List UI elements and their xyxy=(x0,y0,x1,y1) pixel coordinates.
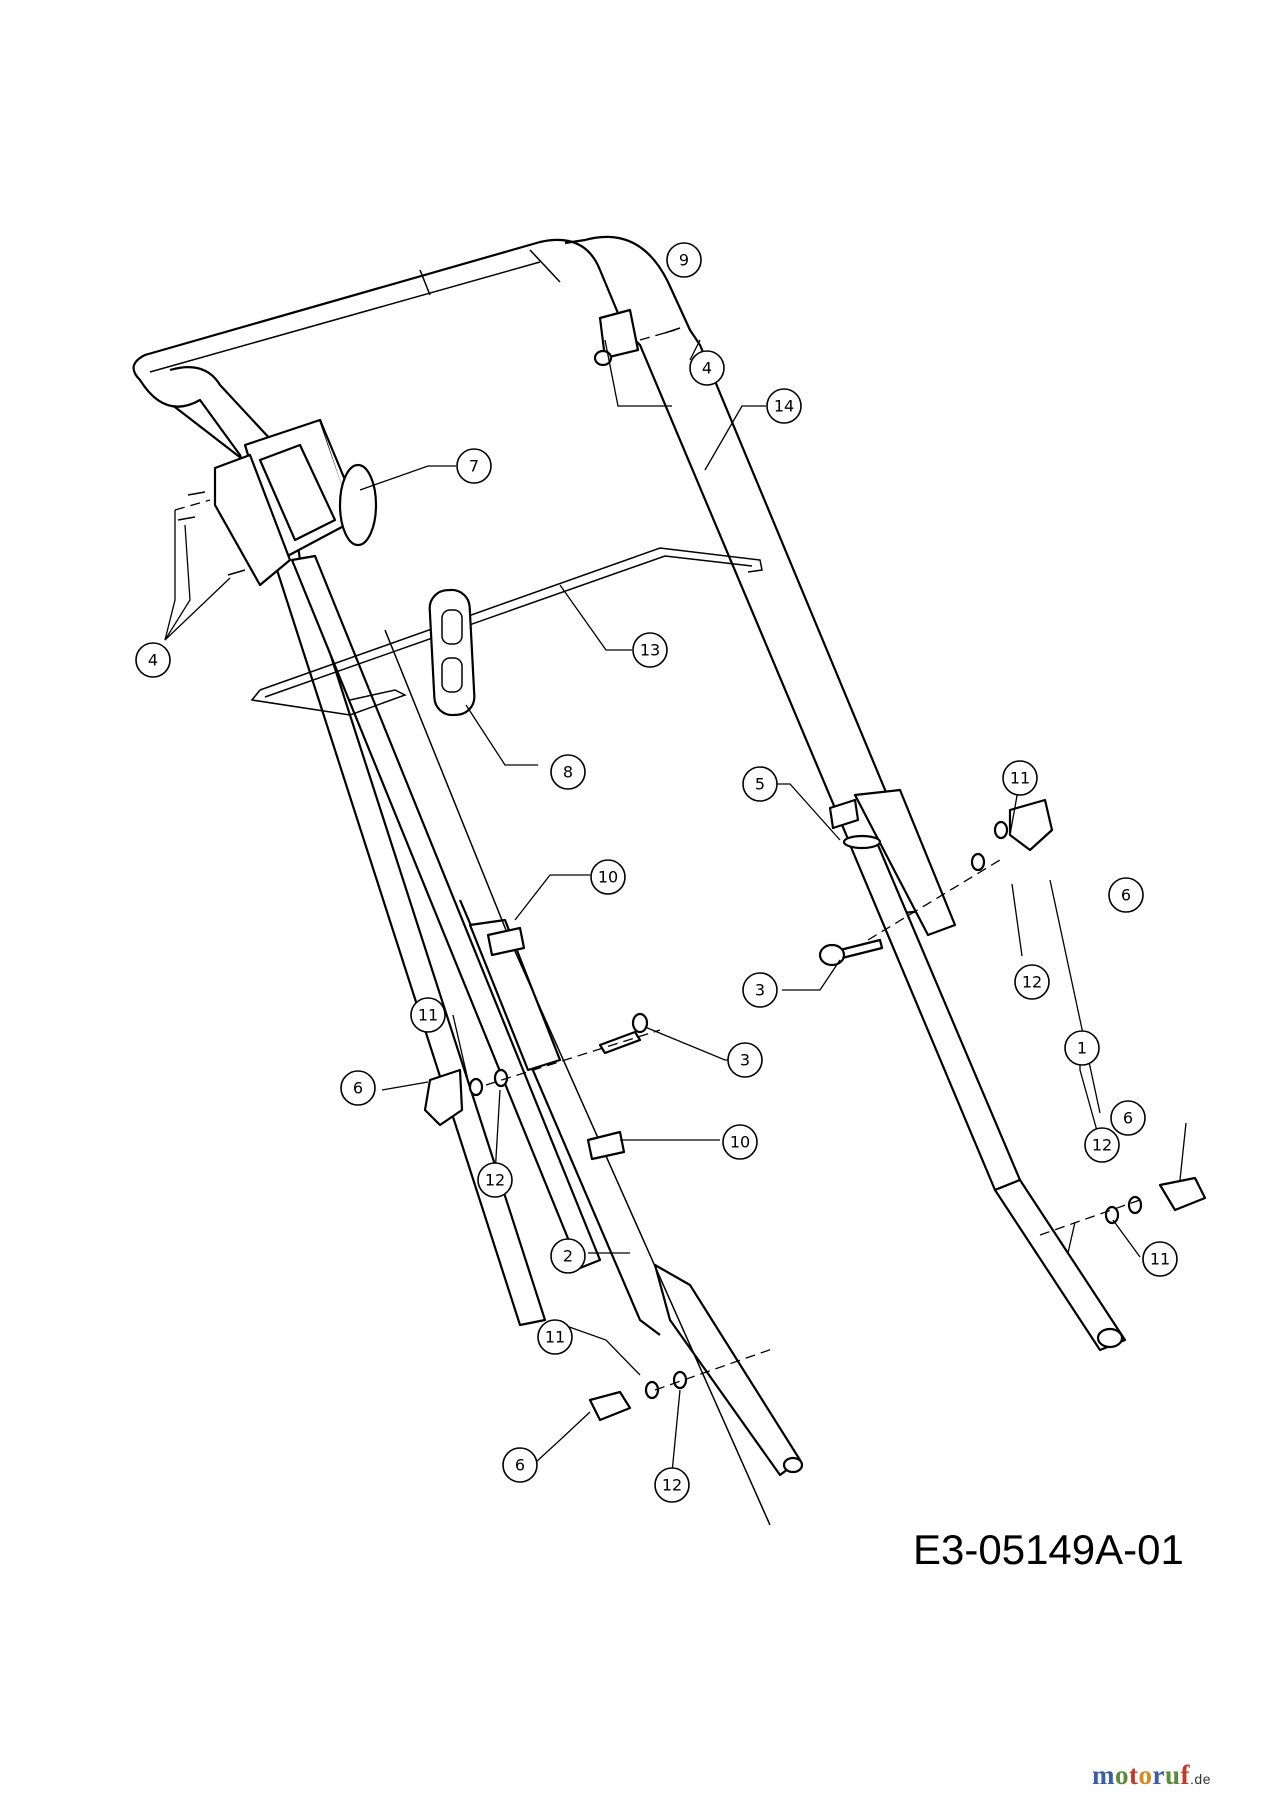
lower-right-tube xyxy=(842,788,1127,1352)
svg-text:6: 6 xyxy=(353,1079,363,1098)
callout-6-left: 6 xyxy=(340,1070,376,1106)
brand-letter: o xyxy=(1138,1760,1153,1790)
top-clamp xyxy=(593,308,640,367)
svg-text:4: 4 xyxy=(148,651,158,670)
callout-12-right: 12 xyxy=(1014,964,1050,1000)
drawing-number: E3-05149A-01 xyxy=(913,1526,1184,1573)
callout-9: 9 xyxy=(666,242,702,278)
callout-11-bottom: 11 xyxy=(537,1319,573,1355)
callout-12-far-right: 12 xyxy=(1084,1127,1120,1163)
cable-guide xyxy=(428,588,476,717)
callout-13: 13 xyxy=(632,632,668,668)
callout-11-far-right: 11 xyxy=(1142,1241,1178,1277)
svg-text:6: 6 xyxy=(1121,886,1131,905)
svg-text:7: 7 xyxy=(469,457,479,476)
brand-letter: r xyxy=(1152,1760,1165,1790)
callout-3-right: 3 xyxy=(742,972,778,1008)
svg-text:10: 10 xyxy=(730,1133,750,1152)
svg-text:1: 1 xyxy=(1077,1039,1087,1058)
svg-text:11: 11 xyxy=(545,1328,565,1347)
callout-11-right: 11 xyxy=(1002,760,1038,796)
svg-text:8: 8 xyxy=(563,763,573,782)
svg-text:6: 6 xyxy=(1123,1109,1133,1128)
upper-handle xyxy=(132,235,937,1327)
callout-2: 2 xyxy=(550,1238,586,1274)
control-box xyxy=(213,418,378,587)
brand-letter: m xyxy=(1092,1760,1115,1790)
svg-text:11: 11 xyxy=(1010,769,1030,788)
svg-text:14: 14 xyxy=(774,397,794,416)
svg-text:12: 12 xyxy=(662,1476,682,1495)
callout-12-left: 12 xyxy=(477,1162,513,1198)
svg-text:4: 4 xyxy=(702,359,712,378)
callout-10-lower: 10 xyxy=(722,1124,758,1160)
svg-text:10: 10 xyxy=(598,868,618,887)
callout-8: 8 xyxy=(550,754,586,790)
leader-lines xyxy=(164,339,1187,1484)
callout-6-bottom: 6 xyxy=(502,1447,538,1483)
callout-10-upper: 10 xyxy=(590,859,626,895)
brand-letter: u xyxy=(1164,1760,1181,1790)
callout-12-bottom: 12 xyxy=(654,1467,690,1503)
svg-text:5: 5 xyxy=(755,775,765,794)
brand-letter: f xyxy=(1180,1760,1191,1790)
svg-text:2: 2 xyxy=(563,1247,573,1266)
lower-left-tube xyxy=(290,554,804,1526)
callout-7: 7 xyxy=(456,448,492,484)
svg-text:6: 6 xyxy=(515,1456,525,1475)
svg-text:12: 12 xyxy=(485,1171,505,1190)
svg-text:12: 12 xyxy=(1092,1136,1112,1155)
svg-text:12: 12 xyxy=(1022,973,1042,992)
callouts: 9 4 14 7 4 13 8 5 11 6 6 12 10 3 1 3 11 … xyxy=(135,242,1178,1503)
callout-6-upper-right: 6 xyxy=(1108,877,1144,913)
clamps xyxy=(486,926,626,1161)
brand-logo: motoruf.de xyxy=(1092,1760,1211,1791)
svg-text:9: 9 xyxy=(679,251,689,270)
assembly-axes xyxy=(174,329,1141,1391)
callout-4-left: 4 xyxy=(135,642,171,678)
callout-1: 1 xyxy=(1064,1030,1100,1066)
brand-tld: .de xyxy=(1190,1771,1211,1787)
svg-text:3: 3 xyxy=(755,981,765,1000)
callout-14: 14 xyxy=(766,388,802,424)
brand-letter: o xyxy=(1115,1760,1129,1790)
svg-text:13: 13 xyxy=(640,641,660,660)
brand-letter: t xyxy=(1129,1760,1139,1790)
callout-5: 5 xyxy=(742,766,778,802)
svg-text:11: 11 xyxy=(418,1006,438,1025)
bolts xyxy=(598,798,884,1055)
callout-4-top: 4 xyxy=(689,350,725,386)
svg-text:3: 3 xyxy=(740,1051,750,1070)
callout-3-left: 3 xyxy=(727,1042,763,1078)
wing-knobs xyxy=(423,798,1207,1422)
callout-11-left: 11 xyxy=(410,997,446,1033)
bail-lever xyxy=(250,547,763,716)
washers xyxy=(468,820,1143,1400)
svg-text:11: 11 xyxy=(1150,1250,1170,1269)
callout-6-right: 6 xyxy=(1110,1100,1146,1136)
